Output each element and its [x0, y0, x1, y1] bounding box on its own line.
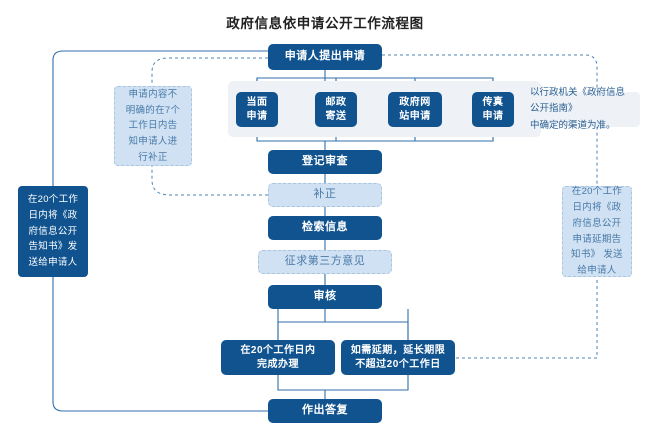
node-branch-extension[interactable]: 如需延期，延长期限 不超过20个工作日: [341, 340, 455, 375]
node-branch-complete-in-20-days[interactable]: 在20个工作日内 完成办理: [221, 340, 335, 375]
note-channel-source: 以行政机关《政府信息公开指南》 中确定的渠道为准。: [522, 87, 640, 131]
node-channel-website[interactable]: 政府网 站申请: [388, 92, 442, 127]
note-left-disclosure-notice: 在20个工作 日内将《政 府信息公开 告知书》发 送给申请人: [18, 186, 88, 277]
node-retrieve-information[interactable]: 检索信息: [268, 216, 382, 240]
node-start[interactable]: 申请人提出申请: [268, 44, 382, 70]
node-reply[interactable]: 作出答复: [268, 399, 382, 423]
node-third-party-opinion[interactable]: 征求第三方意见: [258, 250, 392, 274]
page-title: 政府信息依申请公开工作流程图: [226, 16, 424, 31]
note-correction-rule: 申请内容不 明确的在7个 工作日内告 知申请人进 行补正: [114, 86, 192, 166]
node-channel-fax[interactable]: 传真 申请: [472, 92, 514, 127]
node-examination[interactable]: 审核: [268, 285, 382, 309]
node-channel-in-person[interactable]: 当面 申请: [236, 92, 278, 127]
node-registration-review[interactable]: 登记审查: [268, 150, 382, 174]
node-channel-postal[interactable]: 邮政 寄送: [315, 92, 357, 127]
note-right-extension-notice: 在20个工作 日内将《政 府信息公开 申请延期告 知书》 发送 给申请人: [562, 186, 632, 277]
node-correction[interactable]: 补正: [268, 183, 382, 207]
